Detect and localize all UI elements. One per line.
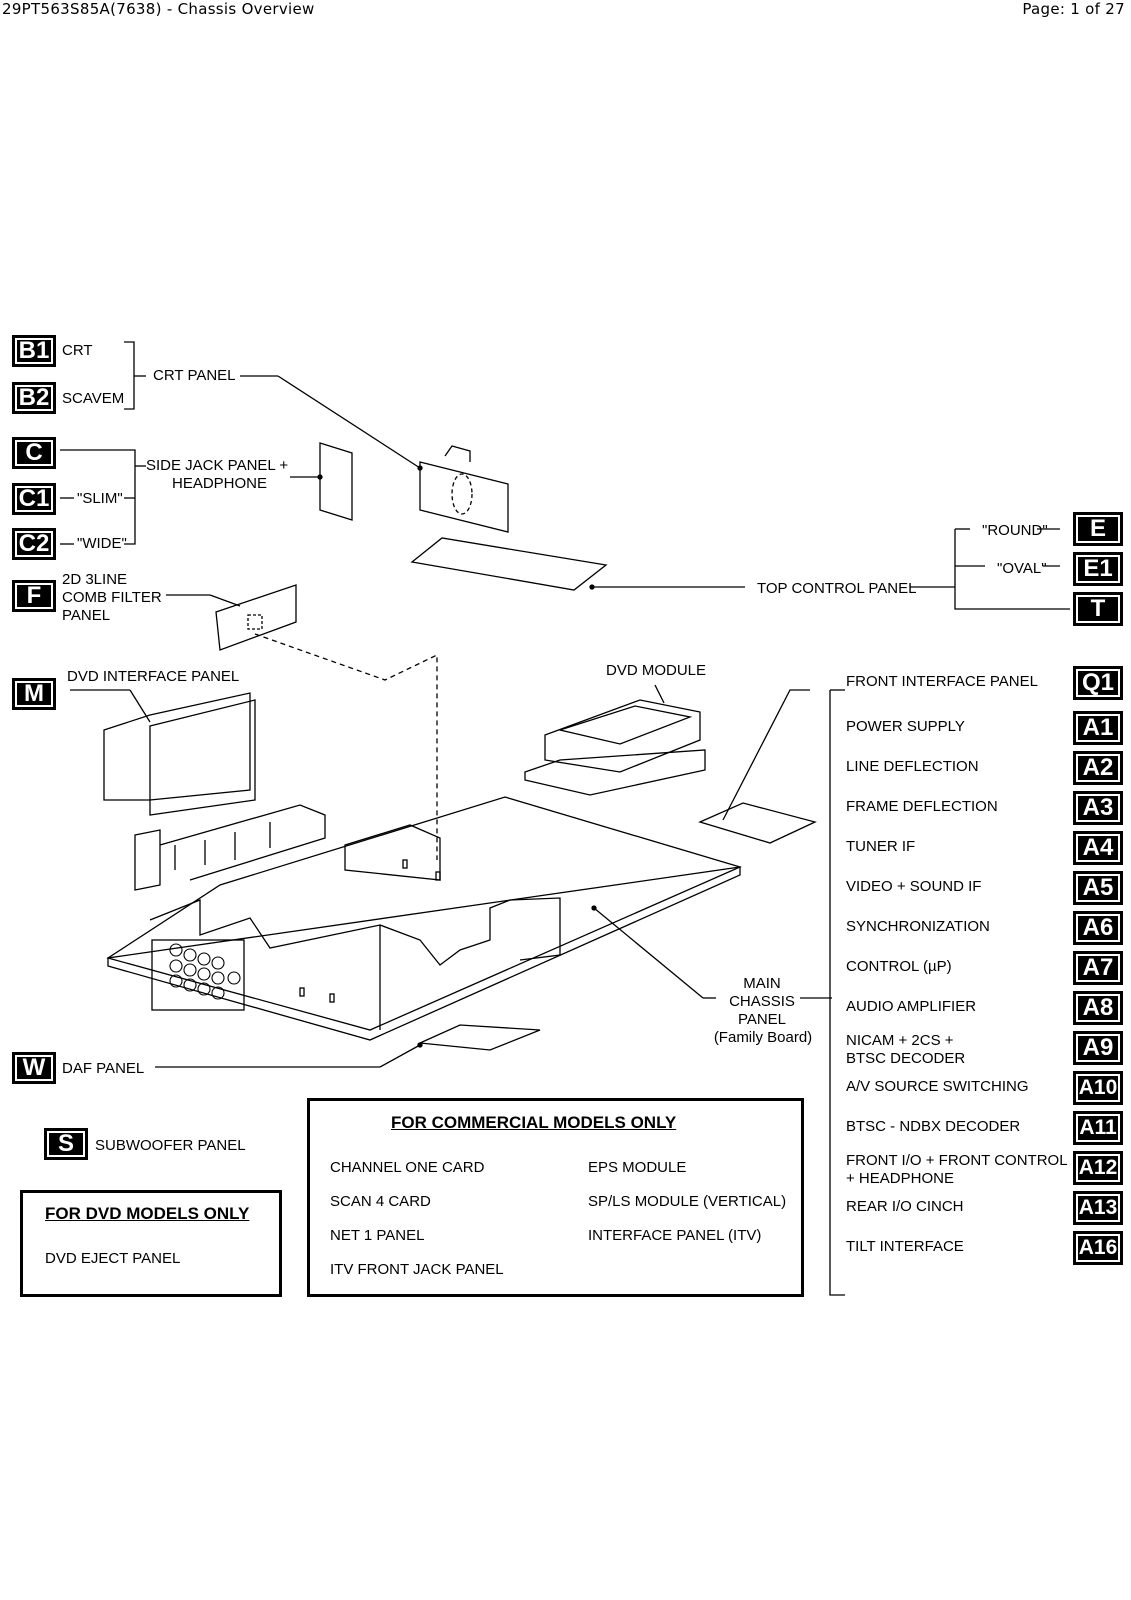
badge-c2: C2 [12,528,56,560]
page-number: Page: 1 of 27 [1022,0,1125,18]
label-main-3: PANEL [737,1011,787,1028]
module-label: FRONT INTERFACE PANEL [846,673,1038,690]
label-crt: CRT [62,342,93,359]
badge-module: A2 [1073,751,1123,785]
commercial-item: INTERFACE PANEL (ITV) [588,1227,762,1244]
label-side-jack-2: HEADPHONE [172,475,268,492]
label-subwoofer: SUBWOOFER PANEL [95,1137,246,1154]
label-main-2: CHASSIS [729,993,795,1010]
badge-t: T [1073,592,1123,626]
dvd-box-item: DVD EJECT PANEL [45,1250,181,1267]
module-label: AUDIO AMPLIFIER [846,998,977,1015]
commercial-box-title: FOR COMMERCIAL MODELS ONLY [391,1113,677,1132]
label-wide: "WIDE" [77,535,127,552]
badge-module: A12 [1073,1151,1123,1185]
badge-c: C [12,437,56,469]
dvd-box-title: FOR DVD MODELS ONLY [45,1204,250,1223]
badge-module: Q1 [1073,666,1123,700]
badge-module: A4 [1073,831,1123,865]
label-round: "ROUND" [982,522,1048,539]
label-side-jack-1: SIDE JACK PANEL + [146,457,289,474]
commercial-item: SP/LS MODULE (VERTICAL) [588,1193,787,1210]
label-top-control: TOP CONTROL PANEL [757,580,917,597]
badge-s: S [44,1128,88,1160]
badge-c1: C1 [12,483,56,515]
commercial-item: CHANNEL ONE CARD [330,1159,485,1176]
badge-e1: E1 [1073,552,1123,586]
badge-module: A10 [1073,1071,1123,1105]
badge-module: A11 [1073,1111,1123,1145]
dvd-models-box [20,1190,282,1297]
label-daf: DAF PANEL [62,1060,145,1077]
label-main-1: MAIN [743,975,781,992]
badge-module: A6 [1073,911,1123,945]
label-crt-panel: CRT PANEL [153,367,236,384]
module-label: TUNER IF [846,838,916,855]
module-label: NICAM + 2CS + [846,1032,954,1049]
badge-e: E [1073,512,1123,546]
commercial-item: SCAN 4 CARD [330,1193,431,1210]
badge-module: A9 [1073,1031,1123,1065]
module-label: LINE DEFLECTION [846,758,979,775]
label-comb-3: PANEL [62,607,111,624]
module-label-line2: BTSC DECODER [846,1050,966,1067]
commercial-item: NET 1 PANEL [330,1227,425,1244]
module-label: REAR I/O CINCH [846,1198,964,1215]
badge-module: A1 [1073,711,1123,745]
commercial-models-box [307,1098,804,1297]
badge-f: F [12,580,56,612]
badge-module: A5 [1073,871,1123,905]
label-dvd-module: DVD MODULE [606,662,707,679]
badge-module: A13 [1073,1191,1123,1225]
module-label: POWER SUPPLY [846,718,965,735]
badge-m: M [12,678,56,710]
module-label: FRONT I/O + FRONT CONTROL [846,1152,1068,1169]
label-slim: "SLIM" [77,490,123,507]
badge-module: A8 [1073,991,1123,1025]
badge-module: A7 [1073,951,1123,985]
module-label-line2: + HEADPHONE [846,1170,954,1187]
module-label: SYNCHRONIZATION [846,918,990,935]
badge-b2: B2 [12,382,56,414]
label-scavem: SCAVEM [62,390,125,407]
label-main-4: (Family Board) [713,1029,813,1046]
commercial-item: EPS MODULE [588,1159,687,1176]
label-comb-1: 2D 3LINE [62,571,128,588]
label-dvd-interface: DVD INTERFACE PANEL [67,668,240,685]
badge-module: A16 [1073,1231,1123,1265]
module-label: CONTROL (µP) [846,958,952,975]
document-title: 29PT563S85A(7638) - Chassis Overview [2,0,315,18]
module-label: FRAME DEFLECTION [846,798,998,815]
commercial-item: ITV FRONT JACK PANEL [330,1261,504,1278]
label-oval: "OVAL" [997,560,1047,577]
badge-module: A3 [1073,791,1123,825]
module-label: A/V SOURCE SWITCHING [846,1078,1029,1095]
label-comb-2: COMB FILTER [62,589,162,606]
module-label: TILT INTERFACE [846,1238,964,1255]
module-label: BTSC - NDBX DECODER [846,1118,1021,1135]
module-label: VIDEO + SOUND IF [846,878,982,895]
badge-b1: B1 [12,335,56,367]
badge-w: W [12,1052,56,1084]
